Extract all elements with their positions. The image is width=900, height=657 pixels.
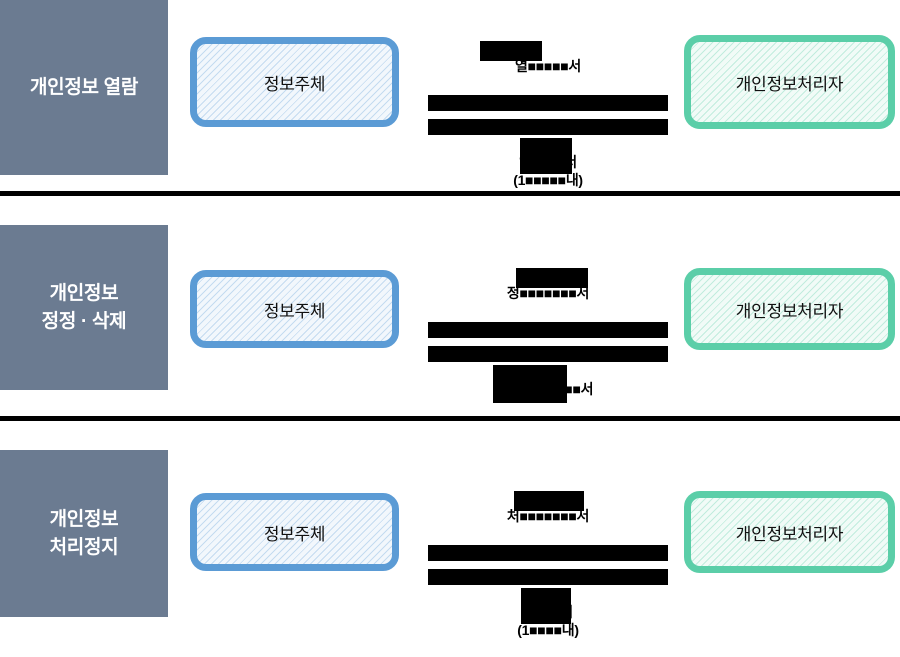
node-label: 정보주체 — [263, 74, 326, 94]
flow-processing-suspension: 처■■■■■■■서 결■■■서 (1■■■■내) — [428, 490, 668, 657]
node-label: 개인정보처리자 — [735, 301, 844, 321]
redaction-block — [516, 268, 588, 288]
section-divider-1 — [0, 191, 900, 196]
flow-access: 열■■■■■서 열■■■■서 (1■■■■■내) — [428, 40, 668, 207]
arrow-bar-spacer — [428, 561, 668, 569]
arrow-bar-return-correction — [428, 345, 668, 362]
node-data-subject-suspension: 정보주체 — [190, 493, 399, 571]
redaction-block — [480, 41, 542, 61]
row-label-panel-processing-suspension: 개인정보 처리정지 — [0, 450, 168, 617]
section-divider-2 — [0, 416, 900, 421]
flow-return-label-suspension: 결■■■서 (1■■■■내) — [428, 587, 668, 657]
privacy-rights-flow-diagram: 개인정보 열람 정보주체 열■■■■■서 열■■■■서 (1■■■■■내) 개인… — [0, 0, 900, 638]
flow-forward-label-text: 정■■■■■■■서 — [506, 284, 590, 301]
arrow-bar-return-access — [428, 118, 668, 135]
arrow-bar-forward-suspension — [428, 544, 668, 561]
flow-forward-label-correction: 정■■■■■■■서 — [428, 267, 668, 320]
redaction-block — [514, 491, 584, 511]
node-label: 개인정보처리자 — [735, 524, 844, 544]
node-label: 정보주체 — [263, 301, 326, 321]
redaction-block — [520, 137, 572, 174]
arrow-bar-forward-correction — [428, 321, 668, 338]
flow-return-label-access: 열■■■■서 (1■■■■■내) — [428, 137, 668, 207]
redaction-block — [521, 587, 571, 624]
flow-return-label-correction: 정■■■■■■■■서 — [428, 364, 668, 417]
flow-correction-deletion: 정■■■■■■■서 정■■■■■■■■서 — [428, 267, 668, 416]
flow-forward-label-access: 열■■■■■서 — [428, 40, 668, 93]
node-data-subject-access: 정보주체 — [190, 37, 399, 127]
row-label-panel-access: 개인정보 열람 — [0, 0, 168, 175]
row-label-text: 개인정보 정정 · 삭제 — [41, 282, 127, 332]
arrow-bar-spacer — [428, 111, 668, 119]
diagram-row-correction-deletion: 개인정보 정정 · 삭제 정보주체 정■■■■■■■서 정■■■■■■■■서 개… — [0, 225, 900, 403]
flow-forward-label-text: 열■■■■■서 — [515, 57, 581, 74]
arrow-bar-return-suspension — [428, 568, 668, 585]
flow-forward-label-text: 처■■■■■■■서 — [506, 507, 590, 524]
flow-forward-label-suspension: 처■■■■■■■서 — [428, 490, 668, 543]
arrow-bar-forward-access — [428, 94, 668, 111]
node-data-controller-correction: 개인정보처리자 — [684, 268, 895, 350]
node-label: 정보주체 — [263, 524, 326, 544]
row-label-text: 개인정보 처리정지 — [49, 508, 119, 558]
diagram-row-access: 개인정보 열람 정보주체 열■■■■■서 열■■■■서 (1■■■■■내) 개인… — [0, 0, 900, 188]
node-label: 개인정보처리자 — [735, 74, 844, 94]
node-data-controller-access: 개인정보처리자 — [684, 35, 895, 129]
node-data-subject-correction: 정보주체 — [190, 270, 399, 348]
redaction-block — [493, 364, 567, 403]
row-label-panel-correction-deletion: 개인정보 정정 · 삭제 — [0, 225, 168, 390]
node-data-controller-suspension: 개인정보처리자 — [684, 491, 895, 573]
diagram-row-processing-suspension: 개인정보 처리정지 정보주체 처■■■■■■■서 결■■■서 (1■■■■내) … — [0, 450, 900, 638]
row-label-text: 개인정보 열람 — [29, 76, 139, 98]
arrow-bar-spacer — [428, 338, 668, 346]
